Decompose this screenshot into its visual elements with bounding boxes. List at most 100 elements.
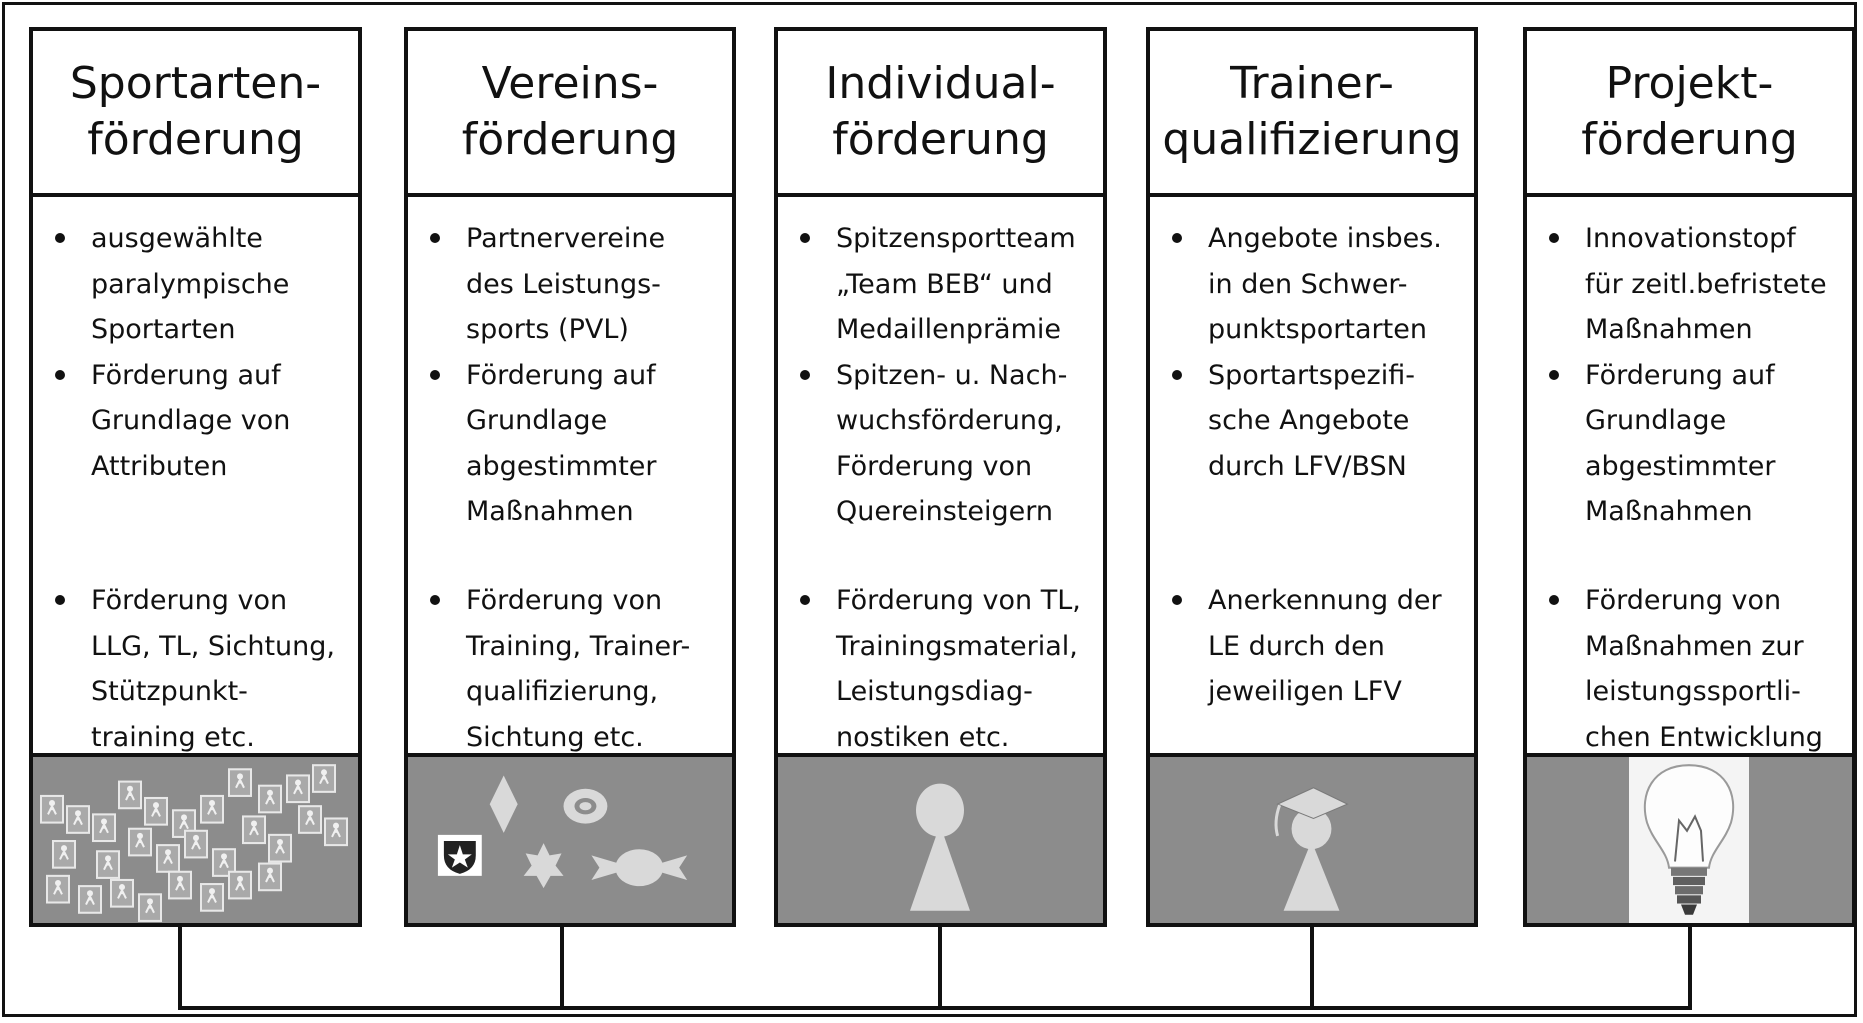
bullet-text-line: in den Schwer- [1208, 268, 1408, 300]
column-header: Sportarten-förderung [33, 31, 358, 197]
bullet-text-line: Förderung auf [1585, 359, 1775, 391]
bullet-dot-icon [1172, 233, 1182, 243]
game-piece-icon [910, 783, 970, 911]
column-title-line: Projekt- [1605, 58, 1774, 109]
sport-pictogram-icon [46, 874, 70, 904]
bullet-dot-icon [800, 233, 810, 243]
graduate-icon [1274, 787, 1349, 911]
bullet-text-line: Partnervereine [466, 223, 666, 254]
column-title-line: förderung [832, 114, 1049, 165]
column-title-line: förderung [1581, 114, 1798, 165]
sport-pictogram-icon [324, 817, 348, 847]
bullet-text-line: für zeitl.befristete [1585, 268, 1827, 300]
ring-badge-icon [563, 788, 608, 824]
bullet-text-line: Maßnahmen [1585, 496, 1753, 527]
bullet-text-line: ausgewählte [91, 223, 263, 254]
sport-pictogram-icon [228, 870, 252, 900]
bullet-dot-icon [430, 595, 440, 605]
bullet-text-line: Leistungsdiag- [836, 676, 1033, 707]
bullet-dot-icon [1549, 233, 1559, 243]
sport-pictogram-icon [298, 805, 322, 834]
bullet-text-line: des Leistungs- [466, 268, 661, 300]
bullet-text-line: Stützpunkt- [91, 676, 248, 707]
bullet-text-line: Spitzensportteam [836, 223, 1076, 254]
sport-pictogram-icon [156, 844, 180, 873]
column-title-line: qualifizierung [1162, 114, 1462, 165]
sport-pictogram-icon [66, 805, 90, 834]
bullet-text-line: jeweiligen LFV [1208, 676, 1402, 707]
bullet-dot-icon [430, 233, 440, 243]
bullet-text-line: Trainingsmaterial, [836, 630, 1078, 662]
bullet-text-line: Sportarten [91, 314, 236, 345]
bullet-text-line: LE durch den [1208, 630, 1385, 662]
bullet-text-line: training etc. [91, 721, 255, 753]
column-title-line: förderung [461, 114, 679, 165]
bullet-text-line: Attributen [91, 450, 228, 482]
bullet-text-line: Förderung von [91, 585, 288, 616]
sport-pictogram-icon [312, 764, 336, 793]
column-image [408, 753, 732, 923]
bullet-text-line: leistungssportli- [1585, 676, 1801, 707]
sport-pictogram-icon [52, 840, 76, 869]
bullet-item: Angebote insbes.in den Schwer-punktsport… [1150, 216, 1474, 353]
graduate-figure-illustration [1274, 787, 1349, 911]
bullet-text-line: Förderung von [1585, 585, 1782, 616]
bottom-bullet-list: Förderung von TL,Trainingsmaterial,Leist… [778, 578, 1103, 760]
bullet-text-line: sche Angebote [1208, 405, 1410, 436]
bullet-dot-icon [55, 233, 65, 243]
bullet-text-line: durch LFV/BSN [1208, 450, 1407, 482]
light-bulb-illustration [1629, 757, 1749, 923]
bullet-text-line: qualifizierung, [466, 676, 659, 707]
column-image [33, 753, 358, 923]
bullet-text-line: Grundlage von [91, 405, 291, 436]
bullet-text-line: Förderung auf [466, 359, 656, 391]
sport-pictogram-icon [286, 774, 310, 804]
bullet-text-line: Grundlage [466, 405, 608, 436]
sport-pictogram-icon [258, 784, 282, 814]
column-title-line: Trainer- [1230, 58, 1394, 109]
light-bulb-icon [1629, 757, 1749, 923]
sport-pictogram-icon [118, 780, 142, 810]
bullet-text-line: LLG, TL, Sichtung, [91, 630, 336, 662]
sport-pictogram-icon [110, 878, 134, 908]
sport-pictogram-icon [268, 833, 292, 863]
bullet-text-line: Maßnahmen [1585, 314, 1753, 345]
column-image [1150, 753, 1474, 923]
diamond-badge-icon [489, 775, 518, 833]
bullet-text-line: Förderung von [836, 450, 1033, 482]
bullet-item: Spitzen- u. Nach-wuchsförderung,Förderun… [778, 353, 1103, 535]
bullet-dot-icon [430, 369, 440, 380]
sport-pictogram-icon [96, 850, 120, 879]
sport-pictogram-icon [138, 893, 162, 922]
top-bullet-list: Angebote insbes.in den Schwer-punktsport… [1150, 216, 1474, 489]
column-image [1527, 753, 1852, 923]
sport-pictogram-icon [242, 815, 266, 845]
bullet-text-line: abgestimmter [466, 450, 657, 482]
bullet-dot-icon [1172, 595, 1182, 605]
column-title-line: Individual- [825, 58, 1056, 109]
bullet-dot-icon [1549, 369, 1559, 380]
bullet-text-line: chen Entwicklung [1585, 721, 1823, 753]
badges-and-emblems-illustration [437, 775, 688, 889]
bullet-dot-icon [1172, 369, 1182, 380]
bullet-text-line: Sichtung etc. [466, 721, 644, 753]
bullet-text-line: Quereinsteigern [836, 496, 1053, 527]
column-title-line: förderung [87, 114, 304, 165]
